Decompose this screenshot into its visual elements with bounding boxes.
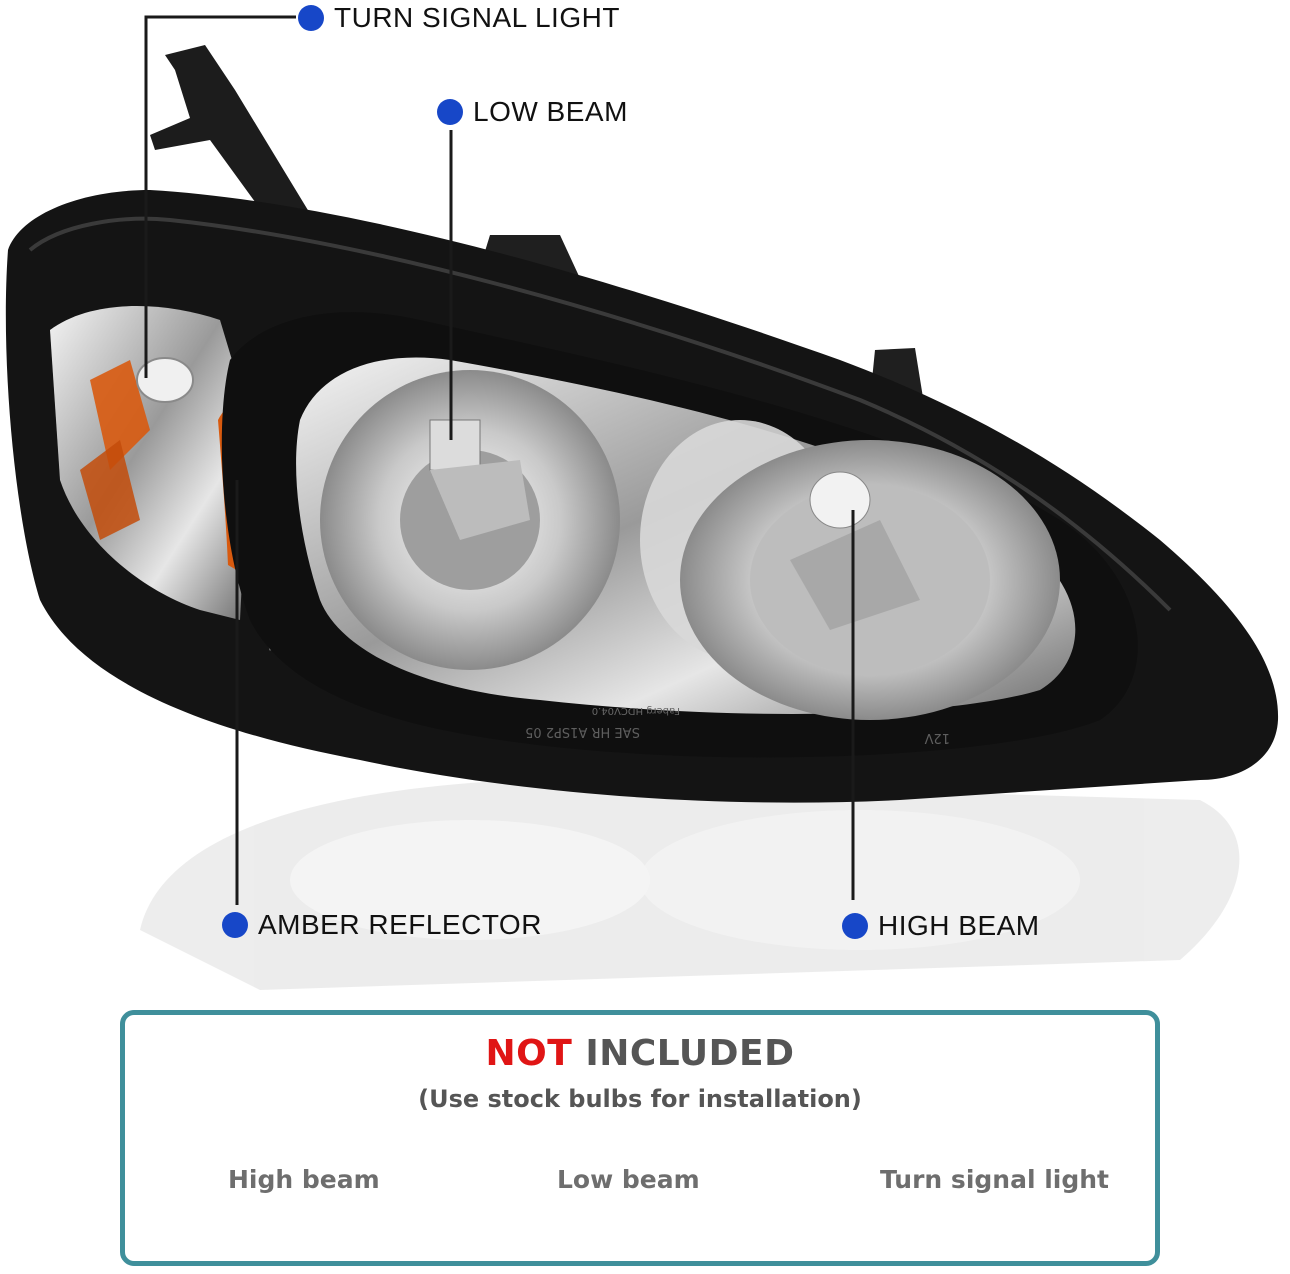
leader-lines [144, 15, 855, 905]
callout-amber-reflector: AMBER REFLECTOR [222, 909, 542, 941]
title-not: NOT [485, 1033, 573, 1074]
lens-brand-text: Faberg HDCV04.0 [592, 705, 680, 716]
mounting-bracket [150, 45, 320, 250]
bullet-dot-icon [222, 912, 248, 938]
bulb-item-turn-signal: Turn signal light [880, 1165, 1110, 1194]
not-included-panel: NOT INCLUDED (Use stock bulbs for instal… [120, 1010, 1160, 1266]
low-beam-reflector [320, 370, 620, 670]
turn-signal-chamber [50, 306, 250, 620]
bulb-item-high-beam: High beam [228, 1165, 380, 1194]
turn-signal-leader [144, 15, 296, 378]
callout-low-beam: LOW BEAM [437, 96, 628, 128]
callout-label: HIGH BEAM [878, 910, 1040, 941]
callout-high-beam: HIGH BEAM [842, 910, 1040, 942]
headlight-illustration: Faberg HDCV04.0 SAE HR A1SP2 05 12V [5, 15, 1279, 990]
bullet-dot-icon [437, 99, 463, 125]
callout-label: LOW BEAM [473, 96, 628, 127]
bullet-dot-icon [298, 5, 324, 31]
reflection [140, 780, 1240, 990]
bullet-dot-icon [842, 913, 868, 939]
lens-edge-highlight [28, 216, 1172, 612]
lens-voltage-text: 12V [924, 730, 950, 745]
callout-label: AMBER REFLECTOR [258, 909, 542, 940]
title-included: INCLUDED [585, 1033, 795, 1074]
high-beam-reflector [640, 420, 1060, 720]
callout-label: TURN SIGNAL LIGHT [334, 2, 620, 33]
panel-subtitle: (Use stock bulbs for installation) [418, 1085, 862, 1113]
bulb-item-low-beam: Low beam [557, 1165, 700, 1194]
lens-sae-text: SAE HR A1SP2 05 [525, 724, 640, 739]
panel-title: NOT INCLUDED [125, 1033, 1155, 1074]
callout-turn-signal: TURN SIGNAL LIGHT [298, 2, 620, 34]
